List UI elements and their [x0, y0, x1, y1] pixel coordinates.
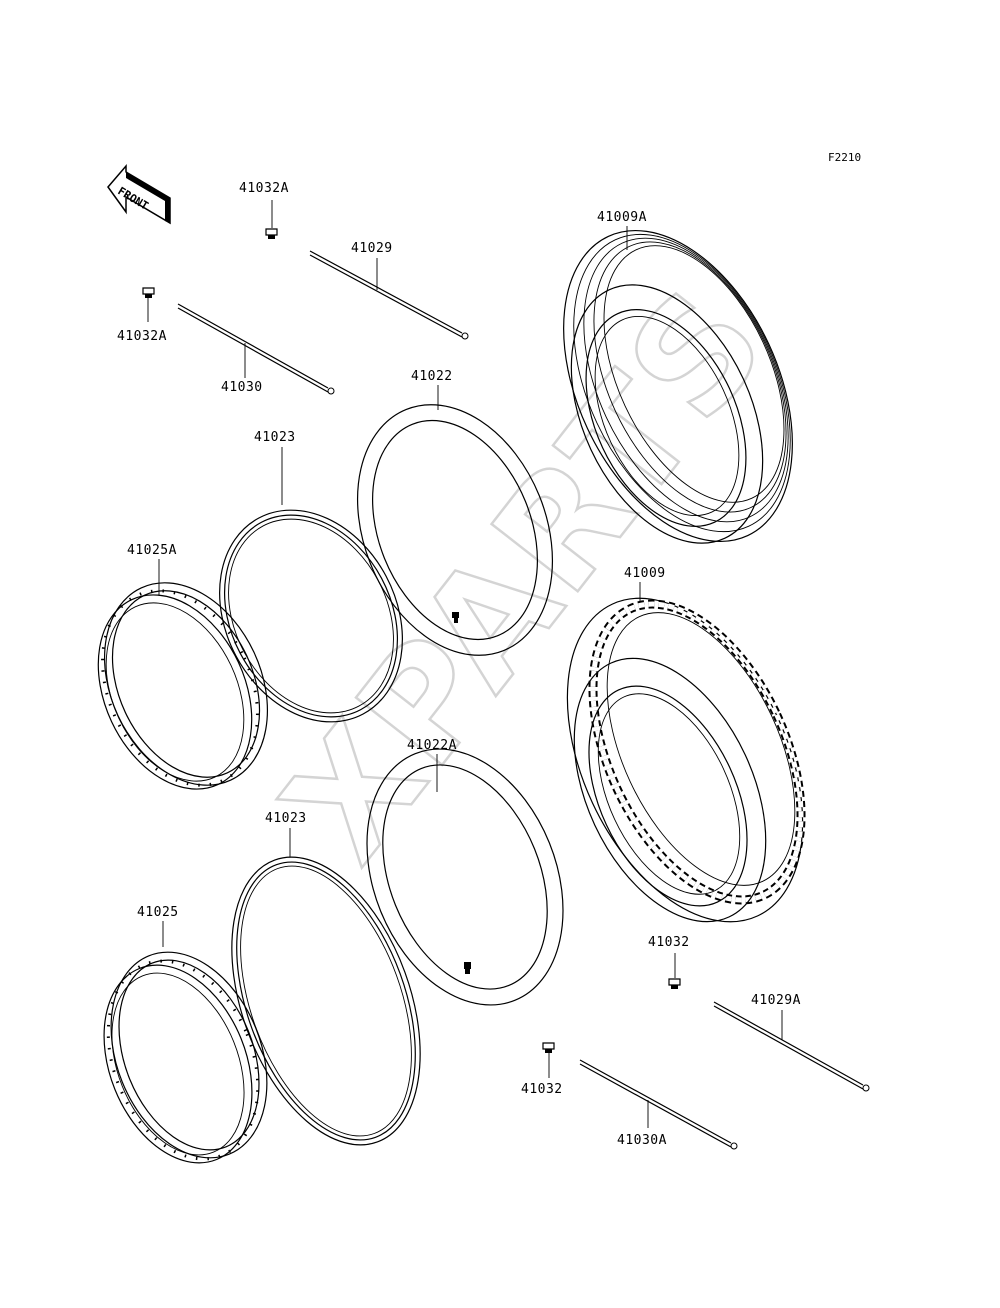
inner-tube-41022[interactable]: [322, 375, 588, 684]
rim-41025[interactable]: [76, 921, 295, 1185]
spoke-41030[interactable]: [177, 303, 335, 395]
label-41029: 41029: [351, 241, 393, 256]
spoke-41030A[interactable]: [579, 1059, 738, 1150]
rim-41025A[interactable]: [68, 556, 298, 814]
label-41009A: 41009A: [597, 210, 647, 225]
valve-cap-41032A-top[interactable]: [265, 200, 278, 239]
label-41025: 41025: [137, 905, 179, 920]
spoke-41029[interactable]: [309, 250, 469, 340]
valve-cap-41032A-left[interactable]: [142, 287, 155, 322]
inner-tube-41022A[interactable]: [331, 720, 599, 1035]
tire-41009[interactable]: [520, 561, 850, 959]
label-41025A: 41025A: [127, 543, 177, 558]
label-41030: 41030: [221, 380, 263, 395]
label-41032-bottom: 41032: [521, 1082, 563, 1097]
label-41009: 41009: [624, 566, 666, 581]
figure-code: F2210: [828, 151, 861, 164]
valve-cap-41032-bottom[interactable]: [542, 1042, 555, 1078]
label-41030A: 41030A: [617, 1133, 667, 1148]
label-41022: 41022: [411, 369, 453, 384]
watermark-text: XPARTS: [251, 256, 801, 892]
valve-cap-41032-right[interactable]: [668, 953, 681, 989]
label-41032A-left: 41032A: [117, 329, 167, 344]
label-41023-top: 41023: [254, 430, 296, 445]
rim-band-41023-top[interactable]: [184, 447, 438, 754]
label-41023-bottom: 41023: [265, 811, 307, 826]
rim-band-41023-bottom[interactable]: [196, 828, 456, 1171]
label-41029A: 41029A: [751, 993, 801, 1008]
label-41022A: 41022A: [407, 738, 457, 753]
label-41032-right: 41032: [648, 935, 690, 950]
spoke-41029A[interactable]: [713, 1001, 870, 1092]
tire-41009A[interactable]: [518, 194, 839, 578]
label-41032A-top: 41032A: [239, 181, 289, 196]
front-arrow-icon: FRONT: [107, 163, 171, 225]
